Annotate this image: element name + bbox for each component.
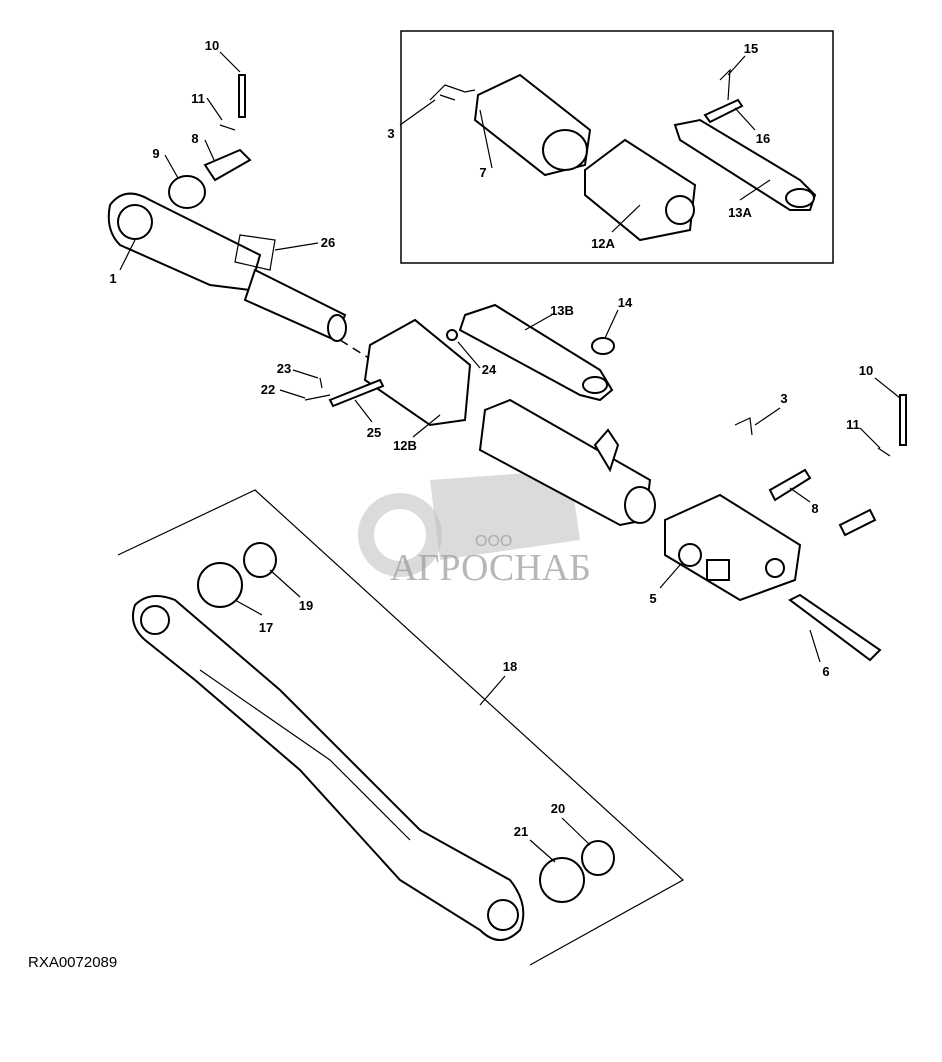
- callout-6: 6: [822, 664, 829, 679]
- part-25-bolt: [328, 378, 385, 408]
- callout-10: 10: [859, 363, 873, 378]
- part-8-pin-a: [768, 468, 812, 502]
- callout-18: 18: [503, 659, 517, 674]
- callout-20: 20: [551, 801, 565, 816]
- callout-11: 11: [191, 91, 205, 106]
- part-8-pin-b: [838, 508, 877, 537]
- leader-lines: [119, 51, 901, 863]
- callout-15: 15: [744, 41, 758, 56]
- part-13a-arm: [673, 118, 817, 211]
- part-11-clip-right: [877, 447, 891, 457]
- callout-14: 14: [618, 295, 633, 310]
- part-16-pin: [703, 98, 744, 124]
- part-14-ring: [591, 337, 615, 355]
- callout-26: 26: [321, 235, 335, 250]
- part-10-pin-top: [238, 74, 246, 118]
- part-12b-bracket: [363, 318, 472, 427]
- part-26-spring-clip: [234, 234, 276, 271]
- part-9-bushing: [168, 175, 206, 209]
- callout-11: 11: [846, 417, 860, 432]
- callout-24: 24: [482, 362, 497, 377]
- callout-9: 9: [152, 146, 159, 161]
- callout-19: 19: [299, 598, 313, 613]
- part-5-link-end: [664, 493, 802, 602]
- callout-12b: 12B: [393, 438, 417, 453]
- part-3-clip-inset: [429, 84, 476, 101]
- part-20-seal: [581, 840, 615, 876]
- callout-8: 8: [811, 501, 818, 516]
- callout-21: 21: [514, 824, 528, 839]
- part-21-bushing: [539, 857, 585, 903]
- callout-16: 16: [756, 131, 770, 146]
- callout-25: 25: [367, 425, 381, 440]
- callout-13b: 13B: [550, 303, 574, 318]
- inset-frame: [400, 30, 834, 264]
- part-6-bolt: [788, 593, 882, 662]
- part-3-clip: [734, 417, 753, 436]
- part-8-pin-top: [203, 148, 252, 182]
- part-17-bushing: [197, 562, 243, 608]
- part-1-link-end: [107, 192, 347, 342]
- callout-17: 17: [259, 620, 273, 635]
- part-18-lower-link: [132, 595, 525, 941]
- callout-10: 10: [205, 38, 219, 53]
- callout-3: 3: [780, 391, 787, 406]
- callout-3: 3: [387, 126, 394, 141]
- part-11-clip-top: [219, 124, 236, 131]
- watermark-name: АГРОСНАБ: [390, 547, 591, 589]
- part-10-pin-right: [899, 394, 907, 446]
- part-13b-arm: [458, 303, 614, 402]
- part-19-seal: [243, 542, 277, 578]
- callout-13a: 13A: [728, 205, 752, 220]
- reference-code: RXA0072089: [28, 954, 117, 971]
- watermark-prefix: ООО: [475, 533, 512, 550]
- part-7-tube: [473, 73, 592, 177]
- callout-8: 8: [191, 131, 198, 146]
- part-22-23-pins: [304, 377, 331, 401]
- callout-23: 23: [277, 361, 291, 376]
- center-tube: [478, 398, 656, 527]
- lower-panel-frame: [117, 489, 685, 966]
- part-12a-bracket: [584, 138, 697, 242]
- part-24-nut: [446, 329, 458, 341]
- callout-1: 1: [109, 271, 116, 286]
- callout-22: 22: [261, 382, 275, 397]
- watermark-logo: ООО АГРОСНАБ: [358, 470, 591, 589]
- leader-line: [339, 339, 381, 366]
- callout-5: 5: [649, 591, 656, 606]
- callout-7: 7: [479, 165, 486, 180]
- callout-12a: 12A: [591, 236, 615, 251]
- part-15-pin: [719, 68, 731, 101]
